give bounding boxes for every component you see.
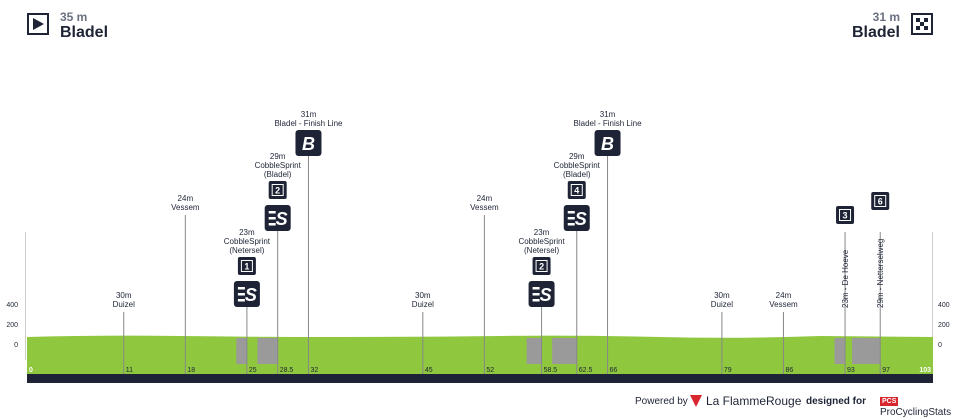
finish-altitude: 31 m [872, 10, 900, 24]
km-marker: 0 [29, 367, 33, 374]
bonus-icon: B [295, 130, 322, 156]
waypoint-label: (Netersel) [229, 246, 264, 255]
km-marker: 93 [847, 367, 855, 374]
waypoint-label: 24m [776, 291, 792, 300]
flame-rouge-icon [690, 395, 702, 407]
svg-text:S: S [276, 209, 288, 229]
km-marker: 62.5 [579, 367, 593, 374]
svg-text:S: S [575, 209, 587, 229]
waypoint-vertical-label: 29m - Netterselweg [876, 239, 885, 308]
checkered-flag-icon [911, 13, 933, 35]
waypoint-label: Duizel [412, 300, 434, 309]
brand-logo: La FlammeRouge [690, 394, 801, 408]
distance-band [27, 374, 933, 383]
sector-number-badge: 1 [237, 257, 256, 275]
waypoint-label: CobbleSprint [224, 237, 271, 246]
svg-text:1: 1 [244, 262, 249, 272]
waypoint-label: 24m [477, 194, 493, 203]
svg-text:2: 2 [539, 262, 544, 272]
sector-number-badge: 4 [567, 181, 586, 199]
waypoint-label: 23m [239, 228, 255, 237]
km-marker: 79 [724, 367, 732, 374]
waypoint-label: 23m [534, 228, 550, 237]
svg-text:2: 2 [275, 186, 280, 196]
start-city: Bladel [60, 24, 109, 41]
waypoint-label: 29m [270, 152, 286, 161]
cobbled-sector [236, 338, 247, 374]
altitude-tick-right: 0 [938, 342, 942, 349]
powered-by-text: Powered by [635, 396, 688, 407]
sector-number-badge: 2 [268, 181, 287, 199]
km-marker: 86 [785, 367, 793, 374]
altitude-tick-left: 0 [14, 342, 18, 349]
km-marker: 11 [126, 367, 133, 374]
play-icon [27, 13, 49, 35]
waypoint-label: Bladel - Finish Line [274, 119, 343, 128]
km-marker: 66 [610, 367, 618, 374]
km-marker: 52 [486, 367, 494, 374]
waypoint-label: 24m [178, 194, 194, 203]
waypoint-vertical-label: 23m - De Hoeve [841, 249, 850, 308]
svg-text:6: 6 [878, 197, 883, 207]
waypoint-label: Duizel [113, 300, 135, 309]
altitude-tick-right: 400 [938, 302, 950, 309]
waypoint-label: CobbleSprint [554, 161, 601, 170]
svg-text:S: S [540, 285, 552, 305]
waypoint-label: 30m [116, 291, 132, 300]
start-altitude: 35 m [60, 10, 88, 24]
pcs-badge: PCS [880, 397, 899, 406]
waypoint-label: Vessem [470, 203, 499, 212]
waypoint-label: 29m [569, 152, 585, 161]
waypoint-label: Bladel - Finish Line [574, 119, 643, 128]
svg-text:4: 4 [574, 186, 579, 196]
waypoint-label: (Bladel) [563, 170, 591, 179]
sprint-icon: S [264, 205, 291, 231]
km-marker: 97 [882, 367, 890, 374]
pcs-logo: PCSProCyclingStats [880, 396, 960, 418]
sprint-icon: S [528, 281, 555, 307]
waypoint-label: (Netersel) [524, 246, 559, 255]
km-marker: 25 [249, 367, 257, 374]
altitude-tick-left: 200 [6, 322, 18, 329]
sector-number-badge: 6 [871, 192, 890, 210]
waypoint-label: 31m [600, 110, 616, 119]
waypoint-label: Vessem [171, 203, 200, 212]
designed-for-text: designed for [806, 396, 867, 407]
waypoint-label: CobbleSprint [518, 237, 565, 246]
svg-text:3: 3 [843, 211, 848, 221]
km-marker: 103 [919, 367, 931, 374]
km-marker: 32 [310, 367, 318, 374]
svg-text:S: S [245, 285, 257, 305]
km-marker: 18 [187, 367, 195, 374]
sprint-icon: S [233, 281, 260, 307]
finish-header: 31 m Bladel [833, 10, 933, 42]
altitude-tick-right: 200 [938, 322, 950, 329]
waypoint-label: 30m [714, 291, 730, 300]
altitude-tick-left: 400 [6, 302, 18, 309]
waypoint-label: 30m [415, 291, 431, 300]
sector-number-badge: 3 [836, 206, 855, 224]
sprint-icon: S [563, 205, 590, 231]
waypoint-label: Vessem [769, 300, 798, 309]
km-marker: 45 [425, 367, 433, 374]
waypoint-label: CobbleSprint [255, 161, 302, 170]
waypoint-label: (Bladel) [264, 170, 292, 179]
bonus-icon: B [594, 130, 621, 156]
km-marker: 58.5 [544, 367, 558, 374]
svg-text:B: B [302, 134, 315, 154]
finish-city: Bladel [851, 24, 900, 41]
waypoint-label: 31m [301, 110, 317, 119]
waypoint-label: Duizel [711, 300, 733, 309]
cobbled-sector [834, 338, 846, 374]
distance-band-top [27, 364, 933, 374]
km-marker: 28.5 [280, 367, 294, 374]
brand-name: La FlammeRouge [706, 394, 802, 408]
sector-number-badge: 2 [532, 257, 551, 275]
start-header: 35 m Bladel [27, 10, 127, 42]
svg-text:B: B [601, 134, 614, 154]
